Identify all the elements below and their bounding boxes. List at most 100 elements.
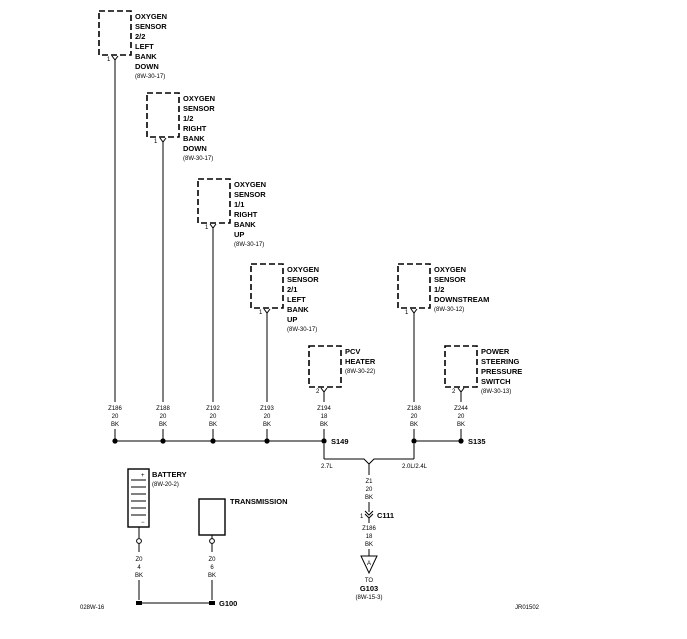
transmission: TRANSMISSION Z0 6 BK xyxy=(198,497,288,600)
sensor-ref: (8W-30-17) xyxy=(183,156,213,162)
wire-color: BK xyxy=(365,542,373,548)
wire-circuit: Z244 xyxy=(454,406,468,412)
sensor-title-line: SENSOR xyxy=(434,275,466,284)
battery-minus: − xyxy=(141,520,145,526)
sensor-title-line: 2/2 xyxy=(135,32,145,41)
wire-color: BK xyxy=(135,573,143,579)
sensor-title-line: SENSOR xyxy=(183,104,215,113)
pin-terminal-icon xyxy=(410,308,418,314)
oxygen-sensor-2-1-left-bank-up: OXYGEN SENSOR 2/1 LEFT BANK UP (8W-30-17… xyxy=(250,263,319,441)
splice-dot xyxy=(160,438,166,444)
wire-gauge: 20 xyxy=(411,414,418,420)
pin-number: 1 xyxy=(405,310,409,316)
ground-ref-to: TO xyxy=(365,578,374,584)
pin-number: 1 xyxy=(205,225,209,231)
splice-dot xyxy=(264,438,270,444)
splice-dot xyxy=(210,438,216,444)
sensor-title-line: BANK xyxy=(234,220,256,229)
sensor-title-line: BANK xyxy=(287,305,309,314)
oxygen-sensor-1-2-right-bank-down: OXYGEN SENSOR 1/2 RIGHT BANK DOWN (8W-30… xyxy=(146,92,215,441)
sensor-title-line: DOWNSTREAM xyxy=(434,295,489,304)
sensor-ref: (8W-30-17) xyxy=(135,74,165,80)
sensor-title-line: PRESSURE xyxy=(481,367,522,376)
wire-color: BK xyxy=(457,422,465,428)
sensor-ref: (8W-30-17) xyxy=(234,242,264,248)
pin-terminal-icon xyxy=(209,223,217,229)
sensor-title-line: 1/2 xyxy=(434,285,444,294)
wire-color: BK xyxy=(159,422,167,428)
wire-gauge: 20 xyxy=(210,414,217,420)
sensor-title-line: 2/1 xyxy=(287,285,297,294)
ground-bus: S149 S135 xyxy=(112,437,486,446)
sensor-title-line: SWITCH xyxy=(481,377,511,386)
wire-circuit: Z188 xyxy=(156,406,170,412)
ground-g100: G100 xyxy=(136,599,237,608)
trunk-wire: Z1 20 BK xyxy=(365,464,373,512)
splice-dot xyxy=(411,438,417,444)
battery-icon xyxy=(127,468,150,528)
ground-g100-label: G100 xyxy=(219,599,237,608)
battery-plus: + xyxy=(141,473,145,479)
pin-terminal-icon xyxy=(457,387,465,393)
wire-circuit: Z193 xyxy=(260,406,274,412)
pin-terminal-icon xyxy=(159,137,167,143)
pin-number: 1 xyxy=(259,310,263,316)
splice-dot xyxy=(112,438,118,444)
sensor-title-line: HEATER xyxy=(345,357,376,366)
sensor-title-line: DOWN xyxy=(135,62,159,71)
sensor-title-line: OXYGEN xyxy=(135,12,167,21)
sensor-title-line: RIGHT xyxy=(183,124,207,133)
sensor-title-line: BANK xyxy=(183,134,205,143)
sensor-title-line: BANK xyxy=(135,52,157,61)
pin-terminal-icon xyxy=(263,308,271,314)
wire-gauge: 6 xyxy=(210,565,214,571)
wire-color: BK xyxy=(209,422,217,428)
sensor-title-line: 1/2 xyxy=(183,114,193,123)
power-steering-pressure-switch: POWER STEERING PRESSURE SWITCH (8W-30-13… xyxy=(444,345,522,441)
sensor-title-line: RIGHT xyxy=(234,210,258,219)
sensor-title-line: UP xyxy=(287,315,297,324)
figure-id-left: 028W-16 xyxy=(80,605,105,611)
ground-ref-page: (8W-15-3) xyxy=(356,595,383,601)
sensor-title-line: LEFT xyxy=(135,42,154,51)
splice-dot xyxy=(321,438,327,444)
wire-color: BK xyxy=(111,422,119,428)
wire-gauge: 4 xyxy=(137,565,141,571)
sensor-title-line: SENSOR xyxy=(234,190,266,199)
sensor-title-line: 1/1 xyxy=(234,200,244,209)
wire-gauge: 20 xyxy=(458,414,465,420)
sensor-title-line: OXYGEN xyxy=(287,265,319,274)
wire-gauge: 20 xyxy=(112,414,119,420)
wire-color: BK xyxy=(263,422,271,428)
wire-color: BK xyxy=(320,422,328,428)
sensor-title-line: LEFT xyxy=(287,295,306,304)
wire-gauge: 20 xyxy=(366,487,373,493)
oxygen-sensor-2-2-left-bank-down: OXYGEN SENSOR 2/2 LEFT BANK DOWN (8W-30-… xyxy=(98,10,167,441)
wire-color: BK xyxy=(365,495,373,501)
pin-number: 1 xyxy=(107,57,111,63)
pin-terminal-icon xyxy=(320,387,328,393)
battery-ref: (8W-20-2) xyxy=(152,482,179,488)
wire-gauge: 18 xyxy=(366,534,373,540)
sensor-title-line: PCV xyxy=(345,347,360,356)
wire-gauge: 18 xyxy=(321,414,328,420)
wire-color: BK xyxy=(208,573,216,579)
splice-s135-label: S135 xyxy=(468,437,486,446)
sensor-title-line: UP xyxy=(234,230,244,239)
oxygen-sensor-1-1-right-bank-up: OXYGEN SENSOR 1/1 RIGHT BANK UP (8W-30-1… xyxy=(197,178,266,441)
sensor-ref: (8W-30-17) xyxy=(287,327,317,333)
wire-circuit: Z1 xyxy=(365,479,373,485)
sensor-title-line: DOWN xyxy=(183,144,207,153)
sensor-title-line: POWER xyxy=(481,347,510,356)
wire-circuit: Z194 xyxy=(317,406,331,412)
sensor-title-line: OXYGEN xyxy=(434,265,466,274)
connector-c111: 1 C111 Z186 18 BK xyxy=(360,510,394,556)
sensor-ref: (8W-30-13) xyxy=(481,389,511,395)
wire-gauge: 20 xyxy=(160,414,167,420)
terminal-icon xyxy=(136,538,142,544)
connector-icon xyxy=(364,510,374,519)
figure-id-right: JR01502 xyxy=(515,605,540,611)
transmission-icon xyxy=(198,498,226,536)
engine-option-bracket: 2.7L 2.0L/2.4L xyxy=(321,444,428,470)
sensor-ref: (8W-30-12) xyxy=(434,307,464,313)
